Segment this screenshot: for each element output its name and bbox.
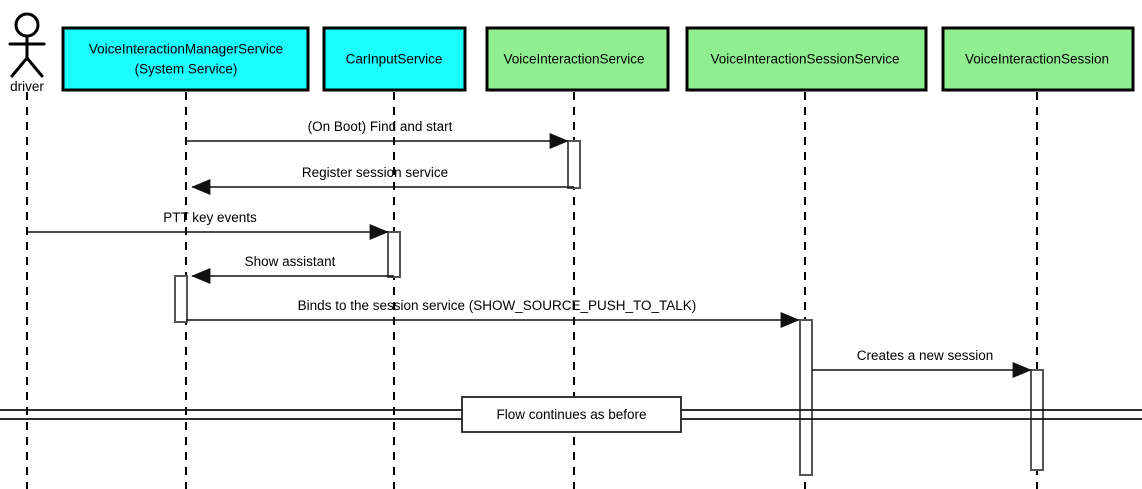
participant-vims[interactable]: VoiceInteractionManagerService (System Se… [61,26,310,92]
msg-binds-to-session-service[interactable]: Binds to the session service (SHOW_SOURC… [186,298,800,328]
msg-binds-to-session-service-label: Binds to the session service (SHOW_SOURC… [298,298,697,313]
activation-cis [387,231,401,278]
participant-label-viss: VoiceInteractionSessionService [710,52,899,67]
participant-box-vsession[interactable] [941,26,1135,92]
actor-leg-right-icon [25,56,44,78]
msg-creates-a-new-session-label: Creates a new session [857,348,994,363]
participant-box-cis[interactable] [322,26,467,92]
participants-group: VoiceInteractionManagerService (System Se… [61,26,1135,92]
flow-delimiter-box [461,396,682,433]
participant-cis[interactable]: CarInputService [322,26,467,92]
msg-creates-a-new-session[interactable]: Creates a new session [812,348,1032,378]
flow-delimiter: Flow continues as before [0,396,1142,433]
msg-show-assistant-label: Show assistant [245,254,336,269]
actor-head-icon [14,12,40,38]
msg-register-session-service[interactable]: Register session service [191,165,574,195]
flow-delimiter-label: Flow continues as before [496,407,646,422]
driver-actor[interactable]: driver [8,12,46,94]
participant-box-vis[interactable] [485,26,670,92]
msg-ptt-key-events[interactable]: PTT key events [27,210,389,240]
participant-label-cis: CarInputService [346,52,443,67]
msg-show-assistant[interactable]: Show assistant [191,254,394,284]
participant-vsession[interactable]: VoiceInteractionSession [941,26,1135,92]
participant-label-vsession: VoiceInteractionSession [965,52,1109,67]
msg-on-boot-find-and-start-label: (On Boot) Find and start [308,119,453,134]
activation-viss [799,319,813,476]
actor-leg-left-icon [10,56,29,78]
participant-box-viss[interactable] [685,26,928,92]
actor-label: driver [10,79,44,94]
participant-box-vims[interactable] [61,26,310,92]
participant-label-vis: VoiceInteractionService [503,52,644,67]
msg-register-session-service-label: Register session service [302,165,448,180]
participant-viss[interactable]: VoiceInteractionSessionService [685,26,928,92]
activation-vsession [1030,369,1044,471]
activation-vims [174,275,188,323]
msg-on-boot-find-and-start[interactable]: (On Boot) Find and start [186,119,569,149]
participant-sublabel-vims: (System Service) [135,62,238,77]
msg-ptt-key-events-label: PTT key events [163,210,257,225]
participant-label-vims: VoiceInteractionManagerService [89,42,283,57]
activations-group [174,140,1044,476]
activation-vis [567,140,581,189]
participant-vis[interactable]: VoiceInteractionService [485,26,670,92]
